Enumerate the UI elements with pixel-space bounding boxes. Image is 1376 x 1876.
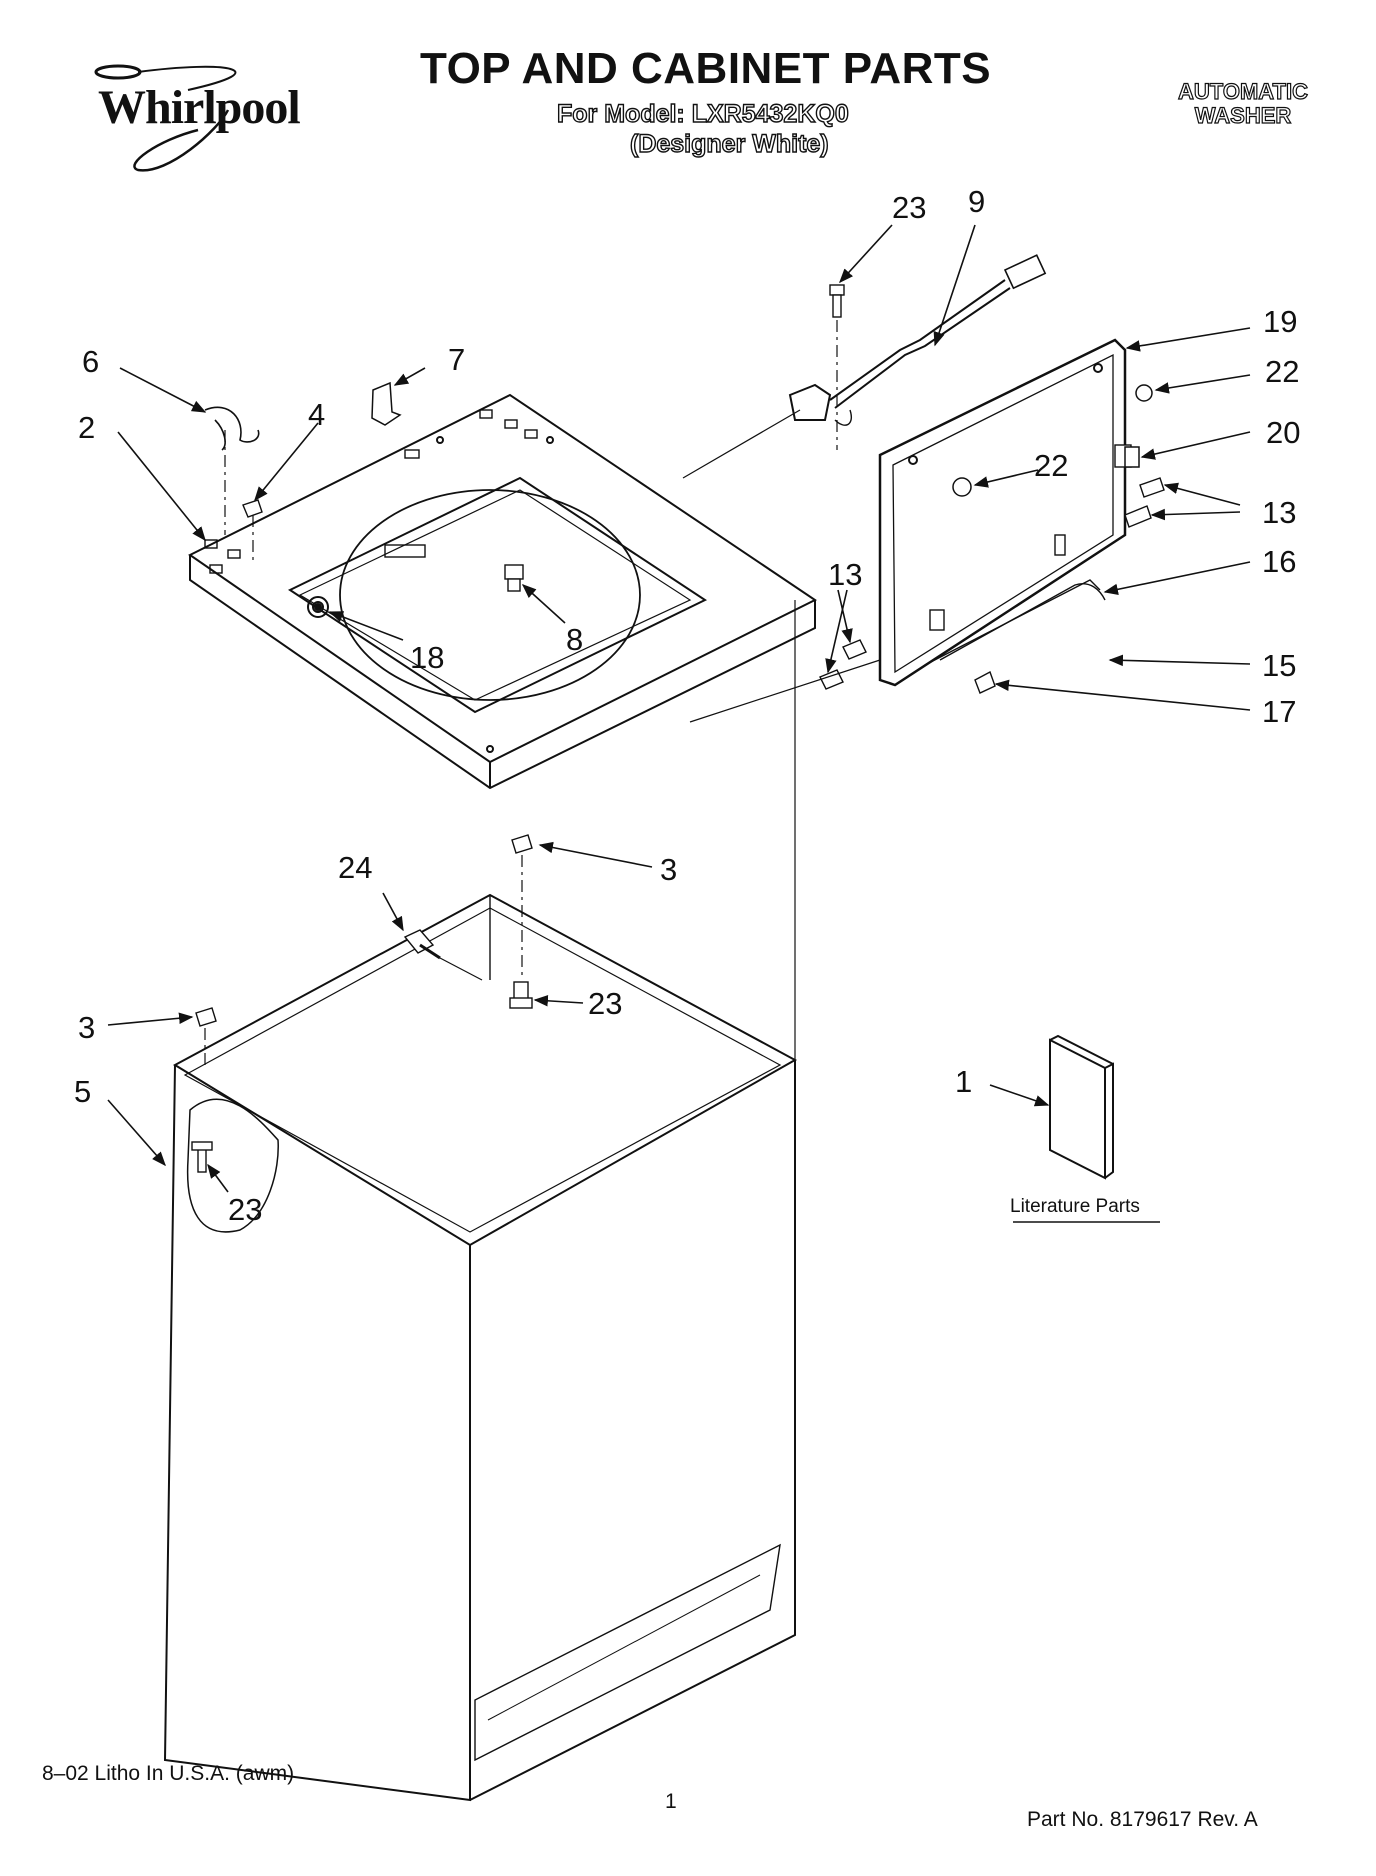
- callout-17: 17: [1262, 694, 1296, 729]
- part-number: Part No. 8179617 Rev. A: [1027, 1808, 1258, 1831]
- callout-8: 8: [566, 622, 583, 657]
- callout-4: 4: [308, 397, 325, 432]
- literature-parts-label: Literature Parts: [1010, 1196, 1140, 1217]
- callout-23-low: 23: [228, 1192, 262, 1227]
- callout-5: 5: [74, 1074, 91, 1109]
- product-line-2: WASHER: [1194, 103, 1292, 128]
- callout-13-left: 13: [828, 557, 862, 592]
- callout-24: 24: [338, 850, 372, 885]
- callout-23-top: 23: [892, 190, 926, 225]
- product-line-1: AUTOMATIC: [1177, 79, 1308, 104]
- callout-3-left: 3: [78, 1010, 95, 1045]
- callout-1: 1: [955, 1064, 972, 1099]
- variant-line: (Designer White): [629, 129, 829, 158]
- callout-20: 20: [1266, 415, 1300, 450]
- callout-16: 16: [1262, 544, 1296, 579]
- callout-6: 6: [82, 344, 99, 379]
- callout-7: 7: [448, 342, 465, 377]
- callout-19: 19: [1263, 304, 1297, 339]
- print-info: 8–02 Litho In U.S.A. (awm): [42, 1762, 295, 1785]
- page-title: TOP AND CABINET PARTS: [420, 44, 992, 93]
- model-line: For Model: LXR5432KQ0: [556, 99, 849, 128]
- brand-name: Whirlpool: [98, 81, 301, 134]
- callout-22-right: 22: [1265, 354, 1299, 389]
- assembly-lines: [204, 320, 881, 1065]
- leader-arrows: [107, 224, 1251, 1193]
- callout-23-mid: 23: [588, 986, 622, 1021]
- washer-top-part: [188, 393, 817, 790]
- logo-swirl-icon: [94, 64, 237, 172]
- cabinet-part: [163, 893, 798, 1802]
- lid-switch-harness: [788, 254, 1047, 426]
- callout-3-top: 3: [660, 852, 677, 887]
- callout-15: 15: [1262, 648, 1296, 683]
- callout-2: 2: [78, 410, 95, 445]
- callout-13-right: 13: [1262, 495, 1296, 530]
- page-number: 1: [665, 1790, 677, 1813]
- callout-9: 9: [968, 184, 985, 219]
- callout-22-left: 22: [1034, 448, 1068, 483]
- whirlpool-logo: Whirlpool: [78, 50, 318, 180]
- product-type: AUTOMATIC WASHER: [1158, 79, 1328, 128]
- rear-panel-frame: [878, 338, 1132, 687]
- callout-18: 18: [410, 640, 444, 675]
- literature-booklet: [1049, 1034, 1114, 1180]
